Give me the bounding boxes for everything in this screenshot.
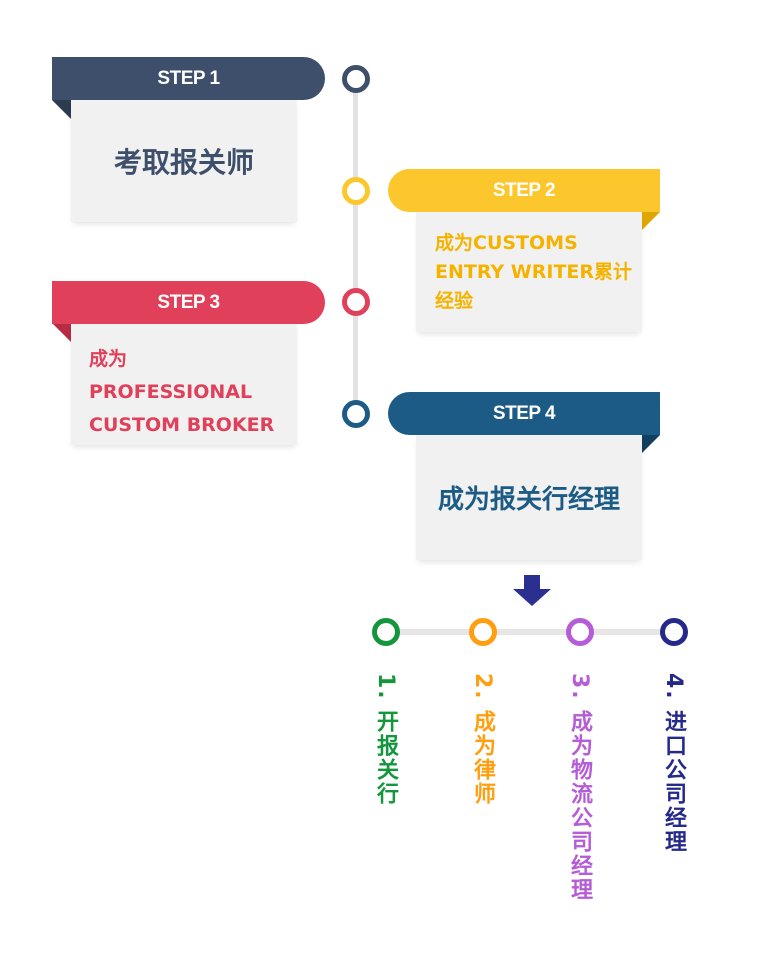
option-3-text: 3. 成为物流公司经理 — [567, 673, 592, 903]
timeline-dot-step-2 — [342, 177, 370, 205]
option-dot-3 — [566, 618, 594, 646]
step-3-card: 成为PROFESSIONAL CUSTOM BROKER — [71, 323, 297, 445]
step-1-card: 考取报关师 — [71, 100, 297, 222]
option-dot-4 — [660, 618, 688, 646]
banner-fold — [641, 435, 660, 454]
step-3-banner: STEP 3 — [52, 281, 325, 324]
step-1-label: STEP 1 — [157, 67, 220, 89]
step-3-text: 成为PROFESSIONAL CUSTOM BROKER — [89, 348, 275, 436]
step-2-label: STEP 2 — [492, 179, 556, 201]
step-2-card: 成为CUSTOMS ENTRY WRITER累计经验 — [416, 212, 642, 332]
banner-fold — [52, 323, 71, 342]
arrow-down-icon — [513, 575, 551, 606]
step-2-banner: STEP 2 — [388, 169, 660, 212]
step-3-label: STEP 3 — [157, 291, 220, 313]
banner-fold — [641, 212, 660, 231]
banner-fold — [52, 100, 71, 119]
option-1-text: 1. 开报关行 — [373, 673, 398, 807]
option-dot-1 — [372, 618, 400, 646]
option-4-text: 4. 进口公司经理 — [661, 673, 686, 855]
timeline-dot-step-3 — [342, 288, 370, 316]
step-4-text: 成为报关行经理 — [437, 485, 620, 515]
option-2-text: 2. 成为律师 — [470, 673, 495, 807]
step-4-card: 成为报关行经理 — [416, 435, 642, 560]
options-horizontal-line — [386, 629, 674, 635]
step-1-text: 考取报关师 — [113, 146, 254, 179]
option-dot-2 — [469, 618, 497, 646]
step-4-banner: STEP 4 — [388, 392, 660, 435]
timeline-vertical-line — [353, 79, 358, 414]
timeline-dot-step-1 — [342, 65, 370, 93]
step-1-banner: STEP 1 — [52, 57, 325, 100]
step-2-text: 成为CUSTOMS ENTRY WRITER累计经验 — [435, 231, 633, 312]
step-4-label: STEP 4 — [492, 402, 556, 424]
timeline-dot-step-4 — [342, 400, 370, 428]
